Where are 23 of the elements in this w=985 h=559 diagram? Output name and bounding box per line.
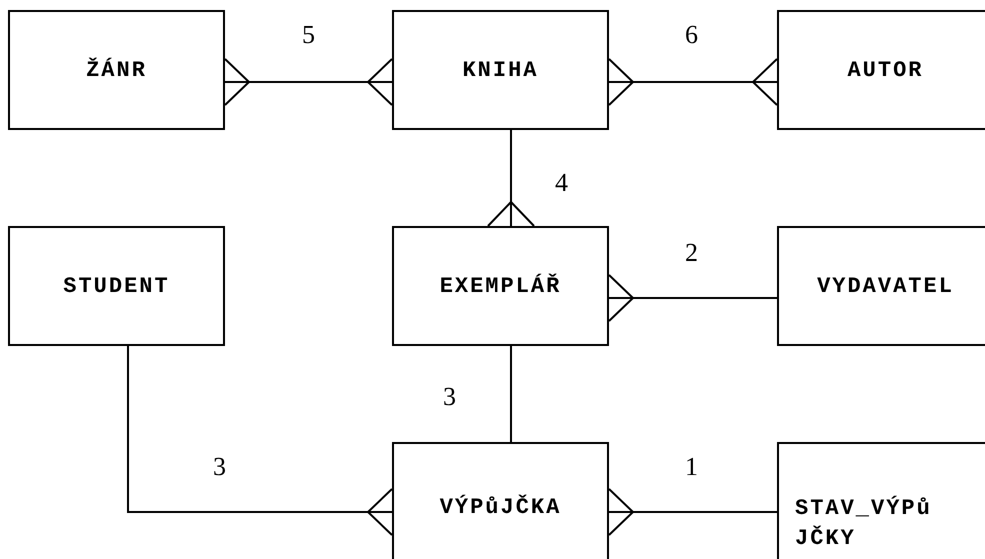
relationship-line	[487, 130, 535, 227]
entity-box	[392, 226, 609, 346]
entity-name: ŽÁNR	[86, 58, 147, 82]
entity-name: VÝPůJČKA	[440, 494, 562, 520]
entity-name: EXEMPLÁŘ	[440, 274, 562, 298]
entity-box	[8, 10, 225, 130]
entity-name: VYDAVATEL	[817, 274, 954, 298]
entity-box	[777, 10, 985, 130]
entity-box	[392, 442, 609, 559]
entity-name: STAV_VÝPůJČKY	[795, 494, 933, 553]
entity-box	[777, 442, 985, 559]
entity-name: AUTOR	[847, 58, 924, 82]
entity-box	[777, 226, 985, 346]
entity-box	[8, 226, 225, 346]
entity-box	[392, 10, 609, 130]
relationship-line	[608, 274, 777, 322]
relationship-line	[127, 346, 393, 536]
relationship-line	[608, 488, 777, 536]
entity-name: KNIHA	[462, 58, 538, 82]
relationship-line	[608, 58, 778, 106]
entity-name: STUDENT	[63, 274, 170, 298]
relationship-line	[224, 58, 393, 106]
relationship-line	[510, 346, 512, 442]
